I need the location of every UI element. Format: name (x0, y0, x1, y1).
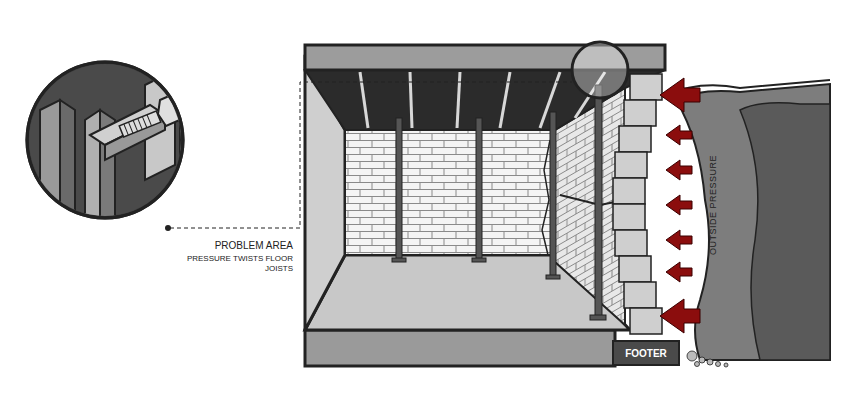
callout-text: PROBLEM AREA (183, 240, 293, 251)
footer-label: FOOTER (625, 348, 667, 359)
callout-text: PRESSURE TWISTS FLOOR JOISTS (183, 254, 293, 274)
footer-box: FOOTER (612, 340, 680, 366)
pressure-label: OUTSIDE PRESSURE (708, 155, 718, 255)
